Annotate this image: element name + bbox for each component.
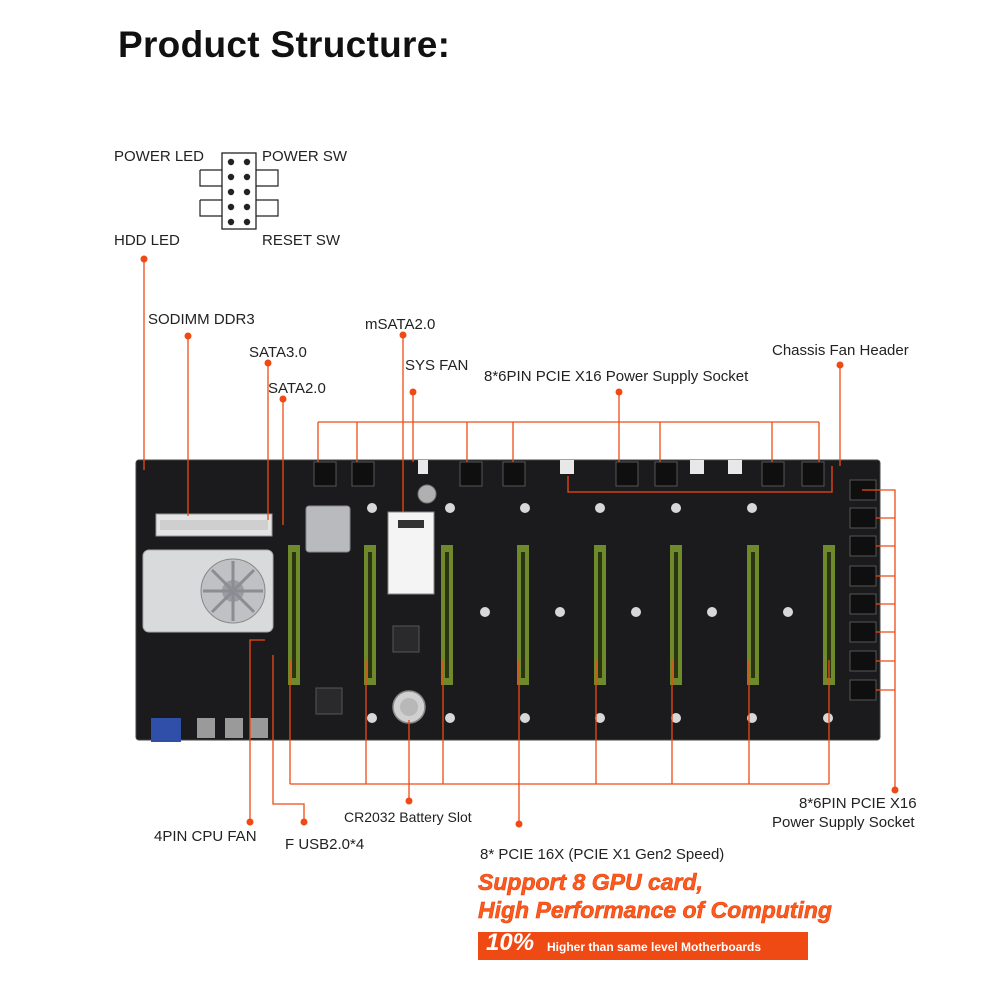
pcie-power-right-label-2: Power Supply Socket xyxy=(772,814,915,831)
promo-bar-text: Higher than same level Motherboards xyxy=(547,940,762,954)
pcie-power-top-label: 8*6PIN PCIE X16 Power Supply Socket xyxy=(484,368,749,385)
sodimm-label: SODIMM DDR3 xyxy=(148,311,255,328)
msata-label: mSATA2.0 xyxy=(365,316,436,333)
promo-bar xyxy=(478,932,808,960)
promo-line-1: Support 8 GPU card, xyxy=(478,869,704,896)
promo-percent: 10% xyxy=(486,929,535,956)
pcie-slots-label: 8* PCIE 16X (PCIE X1 Gen2 Speed) xyxy=(480,846,725,863)
page-title: Product Structure: xyxy=(118,24,451,65)
motherboard-pcb xyxy=(135,459,881,742)
power-sw-label: POWER SW xyxy=(262,148,347,165)
cpu-fan-label: 4PIN CPU FAN xyxy=(154,828,257,845)
pcie-power-right-label-1: 8*6PIN PCIE X16 xyxy=(799,795,917,812)
sata2-label: SATA2.0 xyxy=(268,380,326,397)
chassis-fan-label: Chassis Fan Header xyxy=(772,342,909,359)
callout-lines xyxy=(143,260,896,824)
power-led-label: POWER LED xyxy=(114,148,205,165)
sys-fan-label: SYS FAN xyxy=(405,357,469,374)
reset-sw-label: RESET SW xyxy=(262,232,341,249)
battery-label: CR2032 Battery Slot xyxy=(344,809,472,825)
usb-label: F USB2.0*4 xyxy=(285,836,365,853)
pcie-slots xyxy=(288,545,835,685)
sata3-label: SATA3.0 xyxy=(249,344,307,361)
hdd-led-label: HDD LED xyxy=(114,232,180,249)
callout-dots xyxy=(140,255,899,828)
front-panel-header xyxy=(199,152,279,230)
promo-line-2: High Performance of Computing xyxy=(478,897,833,924)
